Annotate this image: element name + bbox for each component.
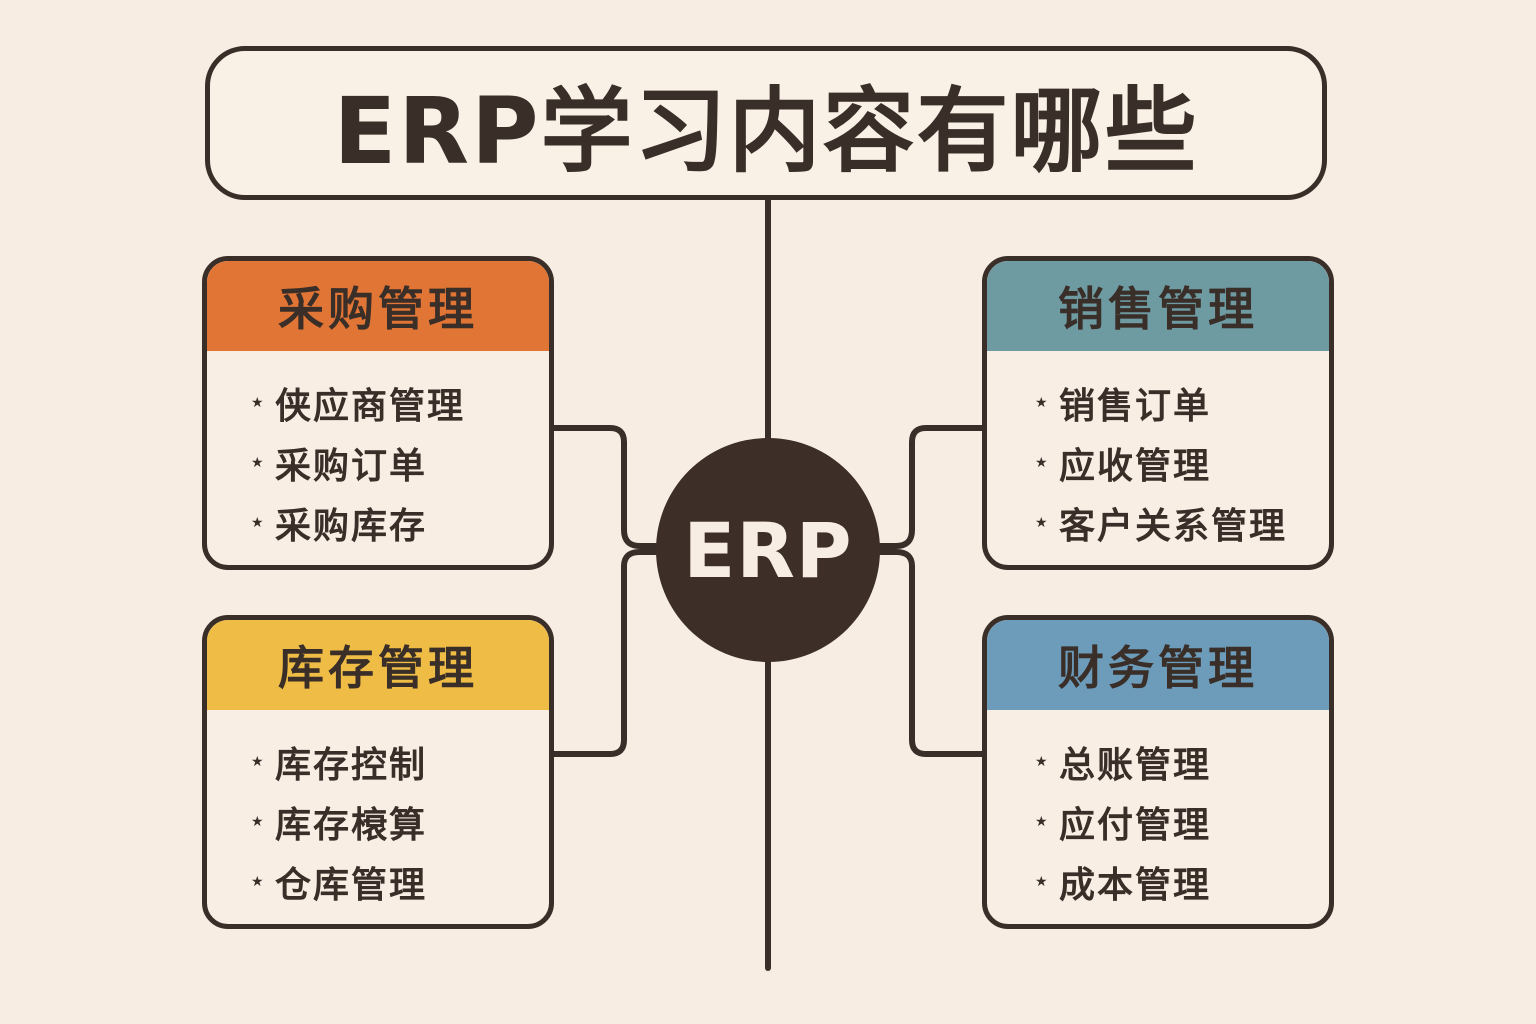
star-bullet-icon: ★: [251, 754, 266, 770]
module-list-purchase: ★ 侠应商管理 ★ 采购订单 ★ 采购库存: [207, 351, 549, 553]
list-item-label: 库存榱算: [275, 805, 428, 846]
list-item-label: 应收管理: [1059, 446, 1212, 487]
list-item-label: 应付管理: [1059, 805, 1212, 846]
list-item: ★ 应付管理: [1035, 792, 1329, 852]
star-bullet-icon: ★: [251, 395, 266, 411]
connector-finance: [875, 549, 985, 757]
list-item-label: 成本管理: [1059, 865, 1212, 906]
module-list-inventory: ★ 库存控制 ★ 库存榱算 ★ 仓库管理: [207, 710, 549, 912]
list-item: ★ 总账管理: [1035, 732, 1329, 792]
list-item: ★ 仓库管理: [251, 852, 549, 912]
module-header-purchase: 采购管理: [207, 261, 549, 351]
module-card-purchase: 采购管理 ★ 侠应商管理 ★ 采购订单 ★ 采购库存: [202, 256, 554, 570]
star-bullet-icon: ★: [251, 455, 266, 471]
list-item-label: 采购订单: [275, 446, 428, 487]
star-bullet-icon: ★: [251, 515, 266, 531]
star-bullet-icon: ★: [1035, 395, 1050, 411]
star-bullet-icon: ★: [1035, 515, 1050, 531]
star-bullet-icon: ★: [251, 874, 266, 890]
star-bullet-icon: ★: [1035, 874, 1050, 890]
module-card-sales: 销售管理 ★ 销售订单 ★ 应收管理 ★ 客户关系管理: [982, 256, 1334, 570]
list-item: ★ 采购库存: [251, 493, 549, 553]
star-bullet-icon: ★: [251, 814, 266, 830]
star-bullet-icon: ★: [1035, 754, 1050, 770]
page-title: ERP学习内容有哪些: [333, 77, 1199, 185]
module-list-sales: ★ 销售订单 ★ 应收管理 ★ 客户关系管理: [987, 351, 1329, 553]
list-item: ★ 应收管理: [1035, 433, 1329, 493]
list-item: ★ 采购订单: [251, 433, 549, 493]
list-item-label: 客户关系管理: [1059, 506, 1288, 547]
list-item: ★ 库存控制: [251, 732, 549, 792]
module-card-finance: 财务管理 ★ 总账管理 ★ 应付管理 ★ 成本管理: [982, 615, 1334, 929]
list-item-label: 采购库存: [275, 506, 428, 547]
star-bullet-icon: ★: [1035, 455, 1050, 471]
star-bullet-icon: ★: [1035, 814, 1050, 830]
module-list-finance: ★ 总账管理 ★ 应付管理 ★ 成本管理: [987, 710, 1329, 912]
connector-purchase: [551, 425, 661, 549]
list-item-label: 销售订单: [1059, 386, 1212, 427]
list-item: ★ 成本管理: [1035, 852, 1329, 912]
module-card-inventory: 库存管理 ★ 库存控制 ★ 库存榱算 ★ 仓库管理: [202, 615, 554, 929]
hub-label: ERP: [683, 505, 853, 595]
list-item: ★ 侠应商管理: [251, 373, 549, 433]
title-box: ERP学习内容有哪些: [205, 46, 1327, 200]
module-header-sales: 销售管理: [987, 261, 1329, 351]
list-item: ★ 客户关系管理: [1035, 493, 1329, 553]
list-item-label: 仓库管理: [275, 865, 428, 906]
module-header-finance: 财务管理: [987, 620, 1329, 710]
list-item-label: 库存控制: [275, 745, 428, 786]
erp-hub-node: ERP: [656, 438, 880, 662]
list-item: ★ 销售订单: [1035, 373, 1329, 433]
list-item-label: 总账管理: [1059, 745, 1212, 786]
connector-inventory: [551, 549, 661, 757]
connector-sales: [875, 425, 985, 549]
list-item-label: 侠应商管理: [275, 386, 466, 427]
list-item: ★ 库存榱算: [251, 792, 549, 852]
module-header-inventory: 库存管理: [207, 620, 549, 710]
